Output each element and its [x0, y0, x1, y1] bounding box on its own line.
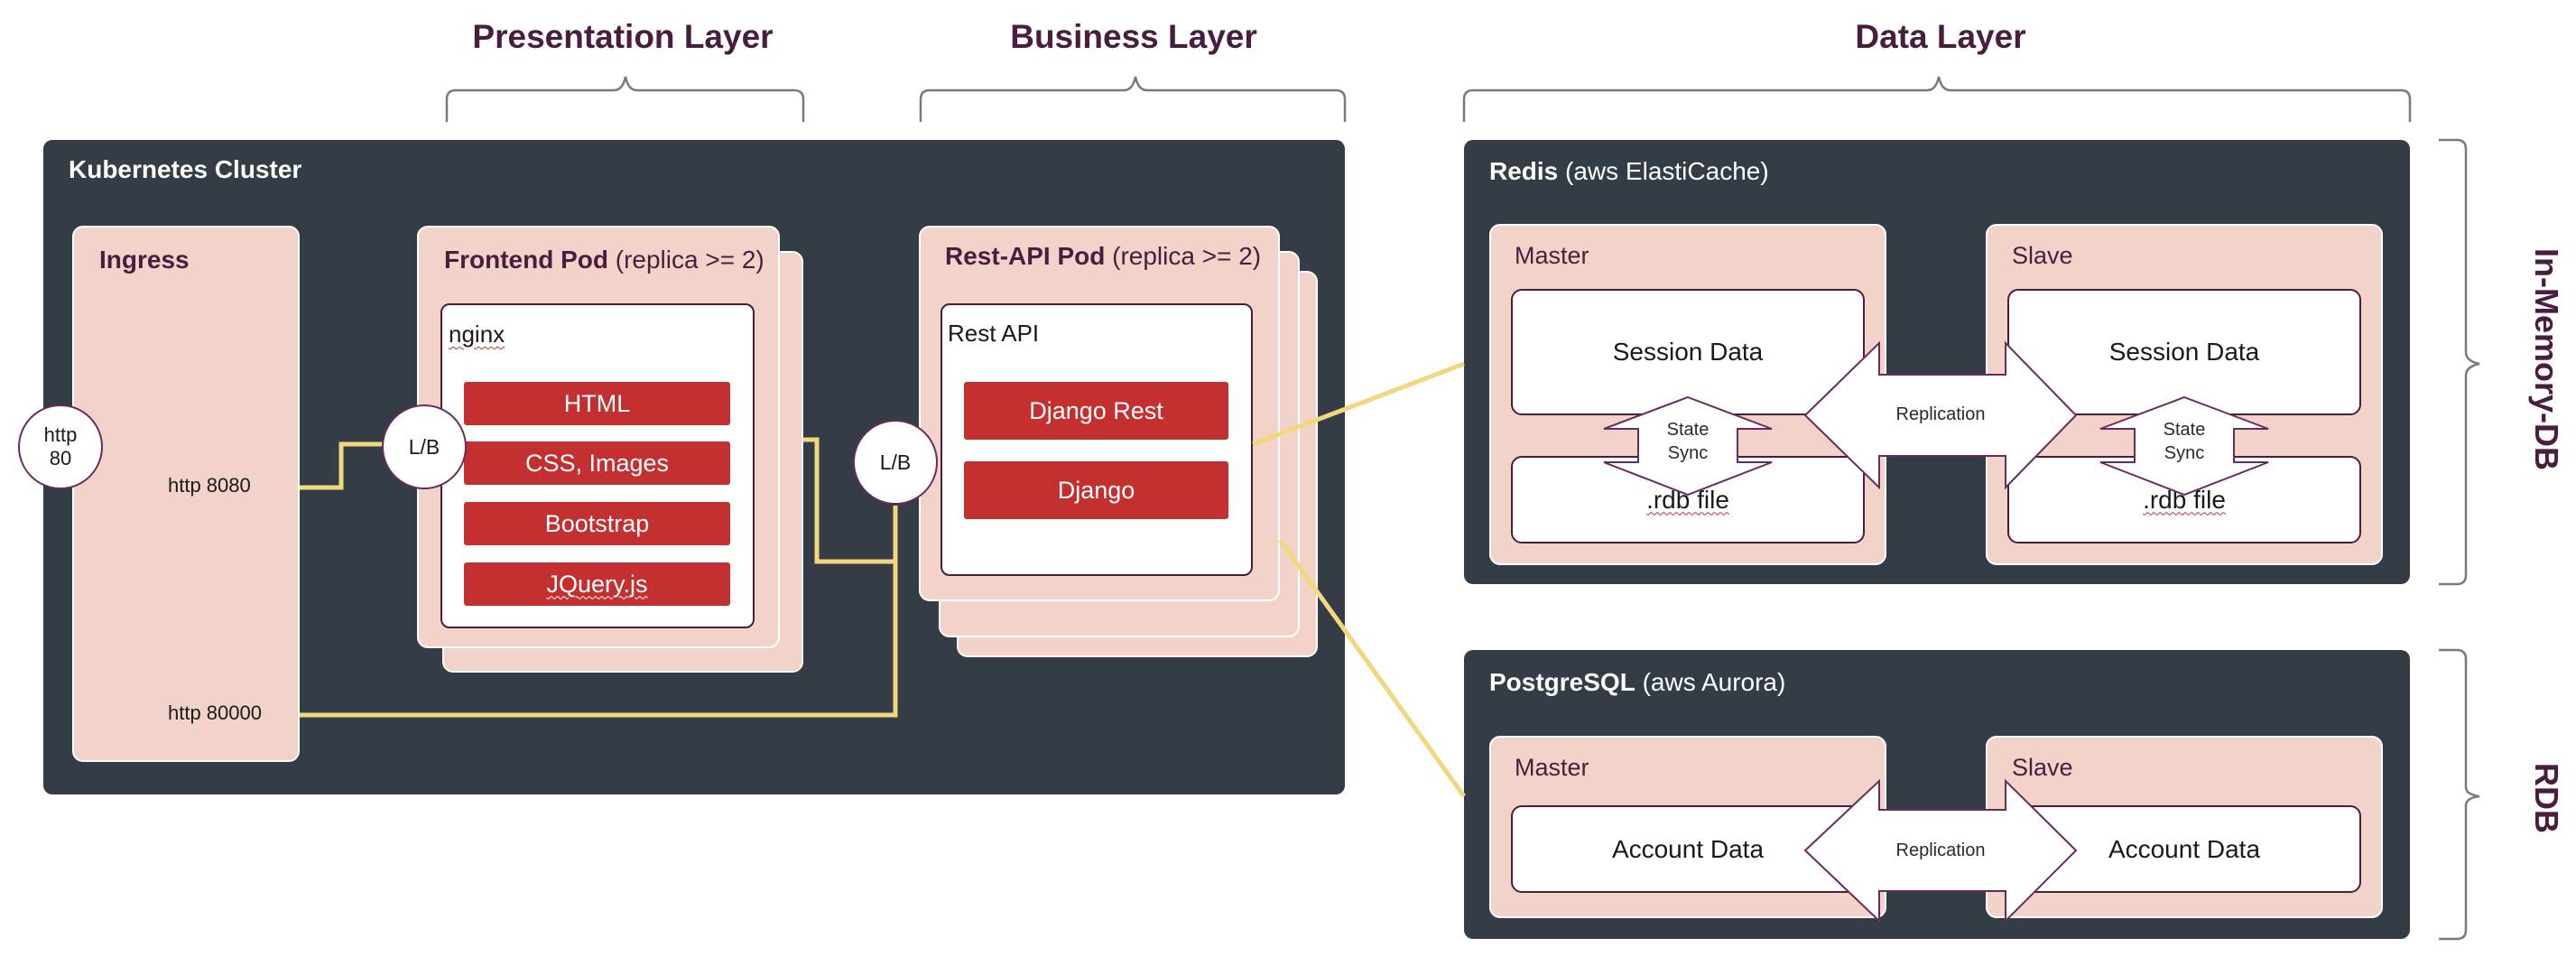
connector-ingress-to-frontend-lb: [300, 441, 386, 490]
postgres-replication-arrow: [1803, 778, 2078, 924]
slave-state-sync-label: State Sync: [2163, 420, 2206, 463]
rest-api-label: Rest API: [948, 320, 1040, 347]
replication-arrows: [1803, 340, 2078, 924]
restapi-item-django-rest: Django Rest: [964, 382, 1228, 440]
rdb-title: RDB: [2528, 763, 2565, 833]
presentation-layer-title: Presentation Layer: [472, 18, 774, 55]
ingress-box: [72, 226, 300, 762]
redis-slave-session-data: Session Data: [2007, 289, 2361, 415]
http-80-endpoint: http 80: [18, 404, 103, 489]
restapi-load-balancer: L/B: [853, 420, 938, 505]
rest-api-container: [941, 303, 1253, 576]
bracket-data: [1462, 76, 2412, 122]
redis-slave-label: Slave: [2012, 242, 2073, 269]
bracket-presentation: [445, 76, 805, 122]
postgres-master-label: Master: [1515, 754, 1589, 781]
business-layer-title: Business Layer: [1010, 18, 1257, 55]
ingress-title: Ingress: [99, 246, 190, 274]
in-memory-db-title: In-Memory-DB: [2528, 248, 2565, 471]
nginx-label: nginx: [449, 320, 505, 348]
data-layer-title: Data Layer: [1855, 18, 2026, 55]
state-sync-arrow-master: [1603, 395, 1773, 497]
postgres-slave-label: Slave: [2012, 754, 2073, 781]
postgres-replication-label: Replication: [1895, 841, 1986, 860]
frontend-pod-title: Frontend Pod (replica >= 2): [444, 246, 764, 274]
state-sync-arrow-slave: [2099, 395, 2269, 497]
kubernetes-cluster-title: Kubernetes Cluster: [69, 155, 302, 183]
frontend-load-balancer: L/B: [382, 404, 467, 489]
postgresql-title: PostgreSQL (aws Aurora): [1489, 668, 1786, 696]
connector-restapi-to-postgres: [1277, 538, 1467, 798]
state-sync-arrows: [1603, 395, 2269, 497]
connector-lines: [300, 361, 1467, 798]
bracket-business: [919, 76, 1347, 122]
master-state-sync-label: State Sync: [1666, 420, 1710, 463]
redis-replication-arrow: [1803, 340, 2078, 490]
bracket-rdb: [2439, 648, 2480, 941]
frontend-item-html: HTML: [464, 382, 730, 425]
redis-master-label: Master: [1515, 242, 1589, 269]
connector-restapi-to-redis: [1252, 361, 1465, 447]
restapi-item-django: Django: [964, 461, 1228, 519]
frontend-item-jquery: JQuery.js: [464, 562, 730, 606]
bracket-in-memory: [2439, 138, 2480, 586]
connector-ingress-80000-to-restapi-lb: [300, 506, 898, 718]
ingress-port-80000: http 80000: [168, 701, 262, 724]
ingress-port-8080: http 8080: [168, 474, 251, 497]
redis-master-session-data: Session Data: [1511, 289, 1865, 415]
layer-brackets: [445, 76, 2480, 941]
restapi-pod-title: Rest-API Pod (replica >= 2): [945, 242, 1262, 270]
jquery-label: JQuery.js: [546, 570, 648, 598]
frontend-item-bootstrap: Bootstrap: [464, 502, 730, 545]
redis-title: Redis (aws ElastiCache): [1489, 157, 1769, 185]
redis-replication-label: Replication: [1895, 404, 1986, 424]
frontend-item-css-images: CSS, Images: [464, 441, 730, 485]
